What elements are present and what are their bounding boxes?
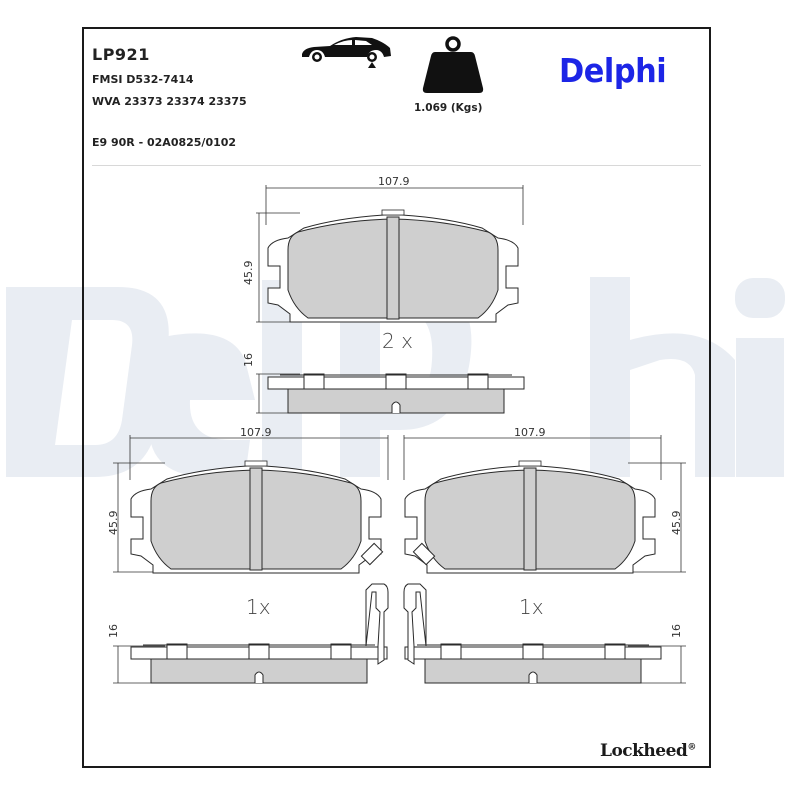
wva-codes: WVA 23373 23374 23375 — [92, 95, 247, 108]
wear-indicator-clip — [360, 542, 384, 566]
width-dimension: 107.9 — [240, 426, 272, 439]
delphi-logo: Delphi — [559, 51, 667, 90]
weight-icon — [422, 36, 484, 93]
quantity-label: 2 x — [382, 329, 413, 353]
fmsi-code: FMSI D532-7414 — [92, 73, 194, 86]
thickness-dimension: 16 — [107, 624, 120, 638]
quantity-label: 1x — [246, 595, 271, 619]
part-number: LP921 — [92, 45, 150, 64]
pad-drawing-bottom-left: 107.9 45.9 1x 16 — [107, 426, 389, 684]
height-dimension: 45.9 — [670, 511, 683, 536]
wear-indicator-clip — [412, 542, 436, 566]
thickness-dimension: 16 — [670, 624, 683, 638]
pad-drawing-top: 107.9 45.9 2 x 16 — [242, 175, 525, 414]
weight-value: 1.069 (Kgs) — [414, 102, 483, 114]
ece-approval: E9 90R - 02A0825/0102 — [92, 136, 237, 149]
pad-drawing-bottom-right: 107.9 45.9 1x 16 — [403, 426, 686, 684]
thickness-dimension: 16 — [242, 353, 255, 367]
width-dimension: 107.9 — [514, 426, 546, 439]
wear-indicator-clip — [403, 583, 427, 665]
header-divider — [92, 165, 701, 166]
height-dimension: 45.9 — [242, 261, 255, 286]
width-dimension: 107.9 — [378, 175, 410, 188]
lockheed-logo: Lockheed® — [600, 741, 696, 761]
height-dimension: 45.9 — [107, 511, 120, 536]
quantity-label: 1x — [519, 595, 544, 619]
product-sheet: LP921 FMSI D532-7414 WVA 23373 23374 233… — [82, 27, 711, 768]
wear-indicator-clip — [365, 583, 389, 665]
car-rear-axle-icon — [302, 37, 391, 68]
